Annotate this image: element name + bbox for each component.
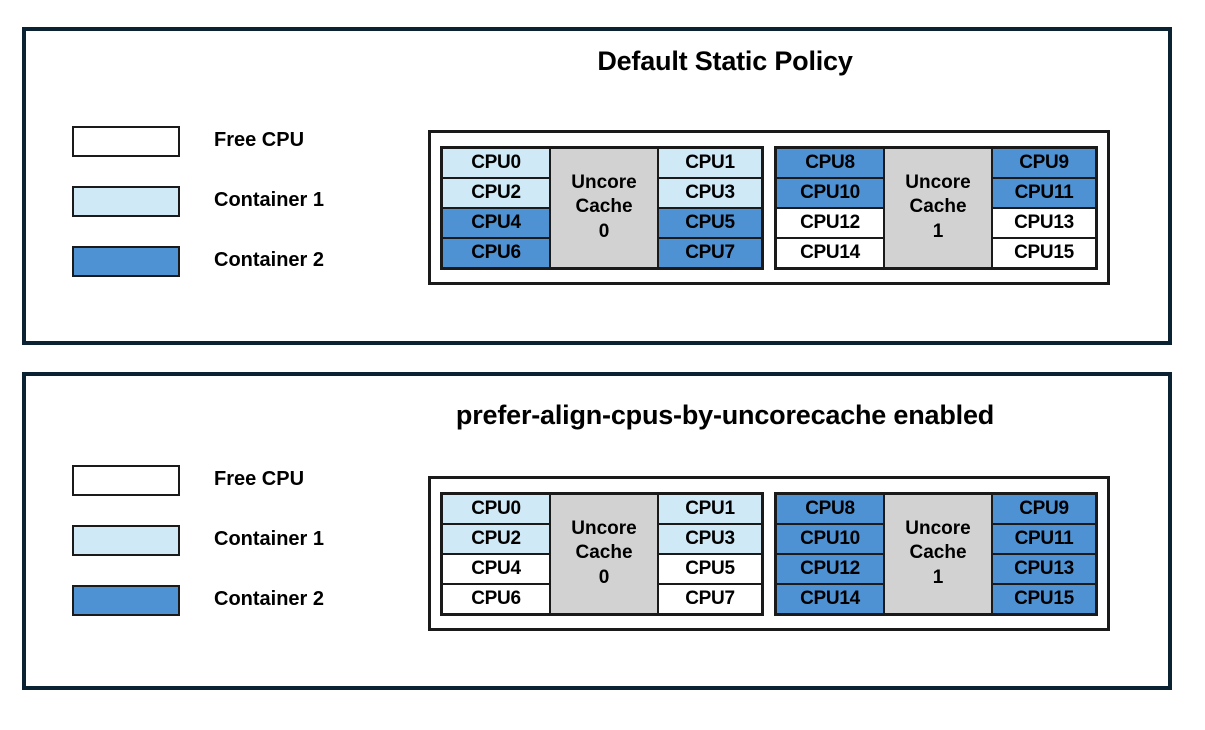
uncore-cache-group-0: CPU0 CPU2 CPU4 CPU6 Uncore Cache 0 CPU1 … [440,491,764,616]
cpu-cell: CPU4 [442,553,550,584]
uncore-cache-block: Uncore Cache 0 [550,147,658,268]
uncore-cache-line-2: Cache [909,196,967,218]
legend-item-container-1: Container 1 [50,503,350,563]
cpu-cell: CPU6 [442,237,550,268]
uncore-cache-group-1: CPU8 CPU10 CPU12 CPU14 Uncore Cache 1 CP… [774,491,1098,616]
cpu-column-left: CPU0 CPU2 CPU4 CPU6 [442,147,550,268]
page-title-bottom: prefer-align-cpus-by-uncorecache enabled [455,400,995,430]
legend-top: Free CPU Container 1 Container 2 [50,104,350,284]
cpu-column-left: CPU8 CPU10 CPU12 CPU14 [776,493,884,614]
uncore-cache-line-1: Uncore [905,518,971,540]
cpu-topology-diagram-top: CPU0 CPU2 CPU4 CPU6 Uncore Cache 0 CPU1 … [428,130,1110,285]
legend-swatch-container-2 [72,585,180,616]
uncore-cache-block: Uncore Cache 0 [550,493,658,614]
legend-swatch-container-2 [72,246,180,277]
cpu-cell: CPU5 [658,553,762,584]
uncore-cache-line-1: Uncore [571,518,637,540]
cpu-column-right: CPU1 CPU3 CPU5 CPU7 [658,493,762,614]
legend-bottom: Free CPU Container 1 Container 2 [50,443,350,623]
cpu-cell: CPU15 [992,237,1096,268]
legend-item-container-2: Container 2 [50,563,350,623]
cpu-cell: CPU1 [658,493,762,524]
uncore-cache-block: Uncore Cache 1 [884,147,992,268]
uncore-cache-block: Uncore Cache 1 [884,493,992,614]
cpu-topology-diagram-bottom: CPU0 CPU2 CPU4 CPU6 Uncore Cache 0 CPU1 … [428,476,1110,631]
cpu-cell: CPU8 [776,147,884,178]
cpu-cell: CPU9 [992,493,1096,524]
legend-swatch-container-1 [72,525,180,556]
cpu-cell: CPU2 [442,523,550,554]
cpu-cell: CPU10 [776,177,884,208]
cpu-column-right: CPU9 CPU11 CPU13 CPU15 [992,493,1096,614]
legend-label-container-1: Container 1 [214,528,325,550]
cpu-cell: CPU14 [776,237,884,268]
cpu-column-right: CPU1 CPU3 CPU5 CPU7 [658,147,762,268]
cpu-cell: CPU6 [442,583,550,614]
uncore-cache-line-2: Cache [575,196,633,218]
legend-label-container-2: Container 2 [214,249,325,271]
legend-label-container-2: Container 2 [214,588,325,610]
cpu-cell: CPU7 [658,237,762,268]
cpu-cell: CPU12 [776,207,884,238]
legend-label-free-cpu: Free CPU [214,468,305,490]
uncore-cache-index: 1 [932,566,944,588]
cpu-cell: CPU2 [442,177,550,208]
legend-item-free-cpu: Free CPU [50,104,350,164]
cpu-cell: CPU3 [658,523,762,554]
cpu-cell: CPU13 [992,207,1096,238]
uncore-cache-group-1: CPU8 CPU10 CPU12 CPU14 Uncore Cache 1 CP… [774,145,1098,270]
legend-item-free-cpu: Free CPU [50,443,350,503]
legend-item-container-1: Container 1 [50,164,350,224]
uncore-cache-line-1: Uncore [905,172,971,194]
uncore-cache-index: 0 [598,220,610,242]
cpu-cell: CPU1 [658,147,762,178]
cpu-cell: CPU0 [442,493,550,524]
uncore-cache-index: 1 [932,220,944,242]
uncore-cache-index: 0 [598,566,610,588]
uncore-cache-group-0: CPU0 CPU2 CPU4 CPU6 Uncore Cache 0 CPU1 … [440,145,764,270]
cpu-cell: CPU3 [658,177,762,208]
cpu-cell: CPU12 [776,553,884,584]
page-title-top: Default Static Policy [597,46,853,76]
legend-swatch-free-cpu [72,465,180,496]
cpu-column-right: CPU9 CPU11 CPU13 CPU15 [992,147,1096,268]
cpu-cell: CPU10 [776,523,884,554]
legend-swatch-container-1 [72,186,180,217]
cpu-cell: CPU0 [442,147,550,178]
cpu-column-left: CPU8 CPU10 CPU12 CPU14 [776,147,884,268]
cpu-cell: CPU4 [442,207,550,238]
uncore-cache-line-2: Cache [909,542,967,564]
legend-swatch-free-cpu [72,126,180,157]
cpu-cell: CPU8 [776,493,884,524]
cpu-cell: CPU5 [658,207,762,238]
cpu-column-left: CPU0 CPU2 CPU4 CPU6 [442,493,550,614]
uncore-cache-line-2: Cache [575,542,633,564]
uncore-cache-line-1: Uncore [571,172,637,194]
cpu-cell: CPU9 [992,147,1096,178]
cpu-cell: CPU11 [992,523,1096,554]
legend-label-container-1: Container 1 [214,189,325,211]
cpu-cell: CPU7 [658,583,762,614]
cpu-cell: CPU15 [992,583,1096,614]
legend-label-free-cpu: Free CPU [214,129,305,151]
cpu-cell: CPU11 [992,177,1096,208]
legend-item-container-2: Container 2 [50,224,350,284]
cpu-cell: CPU13 [992,553,1096,584]
cpu-cell: CPU14 [776,583,884,614]
